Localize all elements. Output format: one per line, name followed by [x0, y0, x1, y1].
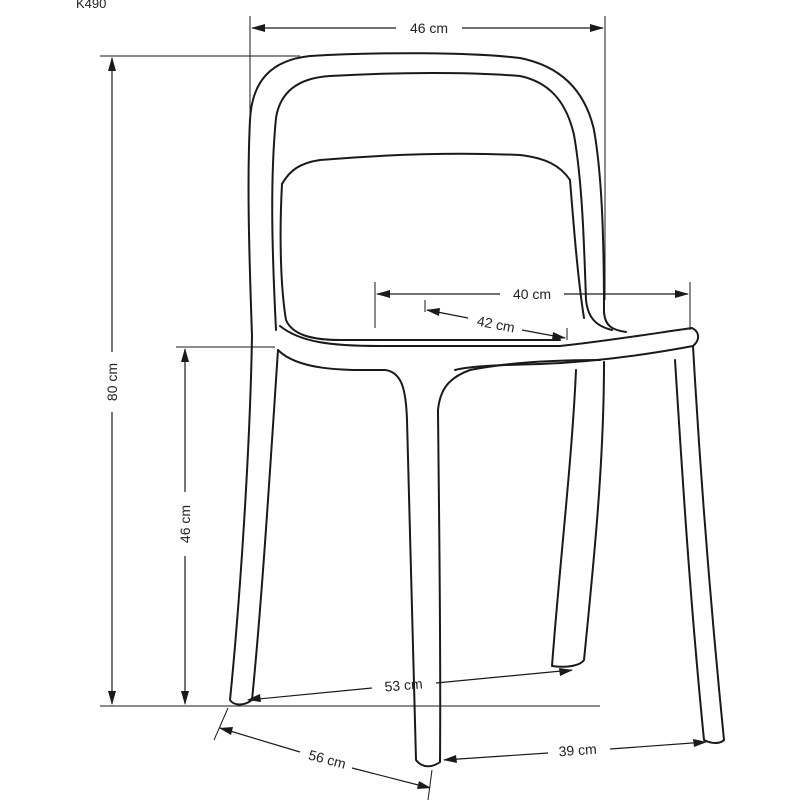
dim-line-base-back-left: [443, 752, 549, 761]
label-width-top: 46 cm: [410, 20, 448, 36]
ext-line-depth-right: [427, 769, 433, 801]
arrow-width-left: [251, 24, 265, 32]
arrow-base-front-left: [247, 694, 261, 702]
dim-line-base-back-right: [609, 741, 707, 750]
arrow-seat-width-left: [376, 290, 390, 298]
label-base-front: 53 cm: [384, 675, 423, 694]
chair-outline: [229, 52, 725, 768]
front-left-leg: [277, 349, 442, 768]
dim-line-base-front-right: [435, 669, 573, 684]
label-seat-width: 40 cm: [513, 286, 551, 302]
arrow-base-depth-right: [417, 781, 431, 789]
front-right-leg: [437, 359, 605, 668]
dimension-labels: 46 cm 80 cm 46 cm 40 cm 42 cm 53 cm 56 c…: [104, 20, 597, 772]
arrow-seat-width-right: [675, 290, 689, 298]
label-seat-height: 46 cm: [177, 505, 193, 543]
label-base-depth: 56 cm: [307, 747, 348, 772]
arrow-seat-height-top: [181, 348, 189, 362]
arrow-height-bottom: [108, 691, 116, 705]
backrest-outer-frame: [247, 52, 627, 337]
arrow-seat-depth-left: [426, 308, 440, 316]
dim-line-base-front-left: [247, 687, 373, 701]
arrow-seat-height-bottom: [181, 691, 189, 705]
arrow-seat-depth-right: [552, 332, 566, 340]
product-code: K490: [76, 0, 106, 11]
arrow-width-right: [590, 24, 604, 32]
seat-shell: [279, 325, 700, 371]
arrow-base-front-right: [559, 668, 573, 676]
arrow-height-top: [108, 57, 116, 71]
label-seat-depth: 42 cm: [476, 313, 516, 336]
backrest-panel-top: [281, 152, 571, 185]
label-base-back: 39 cm: [558, 741, 597, 760]
backrest-panel-right: [569, 179, 585, 319]
dim-line-base-depth-left: [219, 727, 301, 753]
label-total-height: 80 cm: [104, 363, 120, 401]
dimension-lines: [100, 16, 707, 801]
arrow-base-depth-left: [219, 727, 233, 735]
ext-line-depth-left: [213, 707, 229, 741]
left-back-leg: [229, 335, 279, 706]
arrow-base-back-right: [693, 739, 707, 747]
backrest-inner-frame: [271, 72, 613, 331]
back-right-leg: [674, 345, 725, 744]
backrest-panel-lower: [279, 183, 561, 341]
arrow-base-back-left: [443, 755, 457, 763]
dim-line-base-depth-right: [351, 767, 431, 789]
